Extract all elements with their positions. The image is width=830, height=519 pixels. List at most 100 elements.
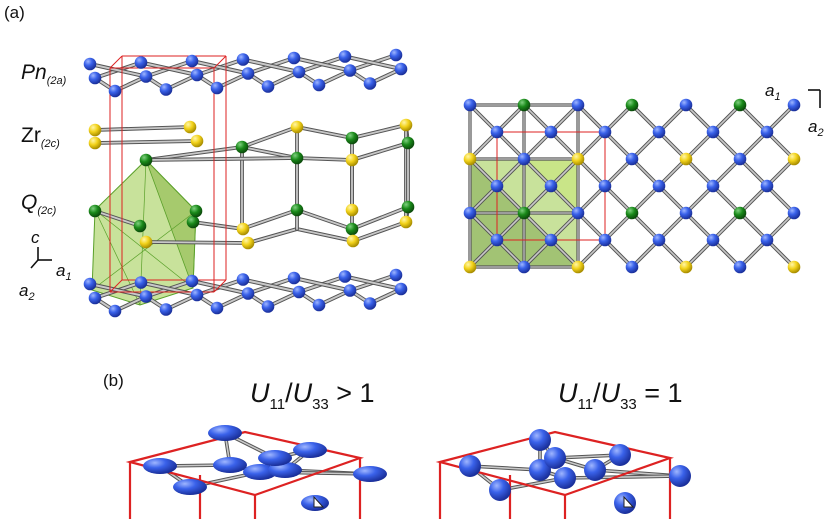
bond: [685, 104, 714, 133]
bond: [658, 131, 687, 160]
species-symbol: Q: [21, 191, 38, 214]
pn-atom: [490, 179, 504, 193]
bond: [496, 185, 525, 214]
pn-atom: [190, 288, 204, 302]
q-atom: [517, 98, 531, 112]
q-atom: [733, 206, 747, 220]
pn-atom: [159, 303, 173, 316]
pn-atom: [706, 125, 720, 139]
species-site: (2c): [37, 205, 57, 217]
zr-atom: [236, 222, 250, 236]
bond: [685, 212, 714, 241]
bond: [94, 126, 191, 131]
bond: [94, 140, 198, 144]
ratio-label-anisotropic: U11/U33 > 1: [250, 378, 375, 413]
pn-atom-isotropic: [459, 455, 481, 477]
bond: [604, 185, 633, 214]
pn-atom-anisotropic: [258, 450, 292, 466]
pn-atom: [679, 98, 693, 112]
bond: [685, 185, 714, 214]
bond: [89, 283, 147, 298]
pn-atom: [190, 68, 204, 82]
zr-atom: [571, 152, 585, 166]
axis-a2-line: [30, 259, 39, 269]
pn-atom: [544, 179, 558, 193]
pn-atom-isotropic: [489, 479, 511, 501]
axes-layer: [30, 89, 821, 269]
q-atom: [401, 136, 415, 150]
pn-atom: [343, 64, 357, 77]
species-symbol: Pn: [21, 61, 47, 84]
bond: [344, 275, 402, 290]
pn-atom: [544, 233, 558, 247]
q-atom: [133, 219, 147, 233]
pn-atom: [210, 301, 224, 315]
bond: [658, 185, 687, 214]
bond: [293, 57, 351, 72]
pn-atom-isotropic: [529, 429, 551, 451]
bond: [241, 146, 298, 159]
axis-label-a1-top: a1: [765, 81, 781, 103]
pn-atom: [463, 98, 477, 112]
q-atom: [733, 98, 747, 112]
bond: [766, 239, 795, 268]
q-atom: [235, 140, 249, 154]
bond: [296, 157, 353, 161]
pn-atom-isotropic: [554, 467, 576, 489]
pn-atom: [760, 125, 774, 139]
bond: [631, 185, 660, 214]
pn-atom: [625, 260, 639, 274]
bond: [577, 131, 606, 160]
bond: [739, 104, 768, 133]
pn-atom: [652, 233, 666, 247]
pn-atom: [760, 179, 774, 193]
bond: [739, 158, 768, 187]
unit-cell-edge: [109, 279, 123, 293]
polyhedron-edge: [94, 209, 141, 306]
pn-atom: [108, 304, 122, 318]
bond: [550, 104, 579, 133]
bond: [631, 212, 660, 241]
bond: [496, 158, 525, 187]
bond: [739, 239, 768, 268]
bond: [241, 209, 298, 230]
zr-atom: [290, 120, 304, 134]
bond: [658, 104, 687, 133]
bond: [296, 126, 353, 139]
zr-atom: [463, 260, 477, 274]
pn-atom-anisotropic: [143, 458, 177, 474]
bond: [631, 239, 660, 268]
pn-atom: [787, 98, 801, 112]
pn-atom: [463, 206, 477, 220]
q-atom: [345, 222, 359, 236]
bond: [739, 131, 768, 160]
pn-atom: [236, 273, 250, 286]
pn-atom: [108, 84, 122, 98]
panel-label-b: (b): [103, 371, 124, 390]
q-atom: [186, 215, 200, 229]
pn-atom: [389, 268, 403, 282]
panel-label-a: (a): [4, 3, 25, 22]
pn-atom: [394, 62, 408, 76]
pn-atom: [134, 56, 148, 69]
bond: [712, 158, 741, 187]
atoms-layer: [83, 48, 801, 514]
bond: [145, 241, 249, 244]
bond: [577, 239, 606, 268]
q-atom: [139, 153, 153, 167]
bond: [344, 55, 402, 70]
bond: [469, 239, 498, 268]
bond: [631, 104, 660, 133]
bond: [712, 104, 741, 133]
bond: [496, 239, 525, 268]
pn-atom-anisotropic: [208, 425, 242, 441]
bond: [712, 239, 741, 268]
bond: [631, 131, 660, 160]
bond: [712, 212, 741, 241]
bond: [577, 185, 606, 214]
bond: [550, 212, 579, 241]
unit-cell-edge: [109, 55, 123, 69]
pn-atom-anisotropic: [353, 466, 387, 482]
pn-atom: [733, 152, 747, 166]
axis-label-a2-side: a2: [19, 281, 35, 303]
